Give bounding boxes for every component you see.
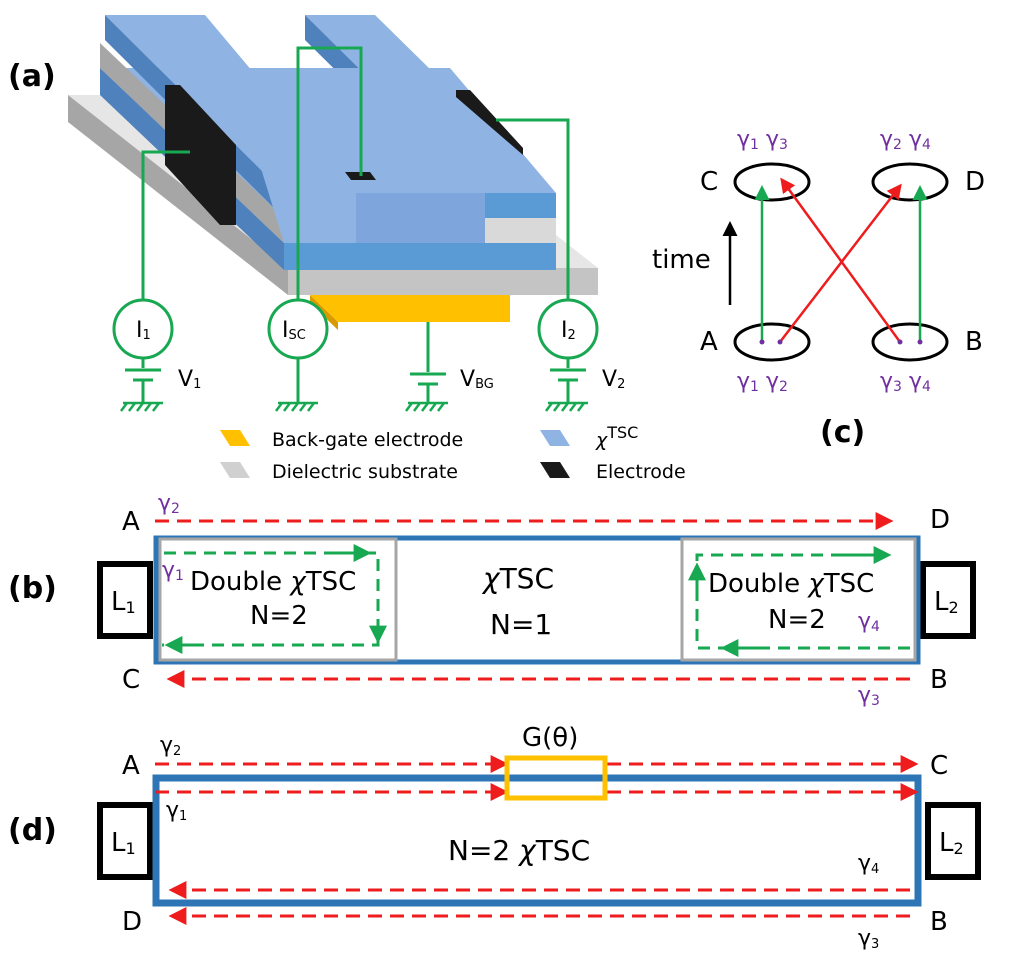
gamma-b-3: γ3 <box>858 683 880 709</box>
ellipse-d <box>871 162 949 202</box>
corner-d-a: A <box>122 751 140 781</box>
gamma-d-2: γ2 <box>160 733 181 759</box>
right-box-line2: N=2 <box>768 605 826 635</box>
ellipse-a <box>733 322 811 362</box>
panel-label-a: (a) <box>8 59 56 94</box>
gamma-c-top-right: γ2 γ4 <box>880 127 931 153</box>
gamma-d-3: γ3 <box>858 926 879 952</box>
panel-label-c: (c) <box>820 415 865 450</box>
dot-c <box>897 339 903 345</box>
corner-b-c: C <box>122 665 140 695</box>
center-d-label: N=2 χTSC <box>448 834 590 867</box>
ellipse-c <box>733 162 811 202</box>
panel-label-b: (b) <box>8 571 57 606</box>
legend-label-substrate: Dielectric substrate <box>272 461 458 483</box>
gamma-c-bottom-left: γ1 γ2 <box>737 369 788 395</box>
center-bridge <box>356 193 485 243</box>
corner-d-d: D <box>122 907 142 937</box>
substrate-front <box>288 268 598 295</box>
lead-d-2-label: L2 <box>939 828 964 858</box>
legend-swatch-electrode <box>540 462 570 478</box>
device-3d <box>68 15 598 330</box>
substrate-side <box>68 95 288 295</box>
source-label-sc: ISC <box>282 318 306 343</box>
corner-d-b: B <box>930 907 948 937</box>
panel-label-d: (d) <box>8 813 57 848</box>
node-d: D <box>965 167 985 197</box>
back-gate <box>310 295 510 322</box>
legend-label-electrode: Electrode <box>596 461 686 483</box>
voltage-label-bg: VBG <box>460 367 494 392</box>
voltage-label-1: V1 <box>178 367 201 392</box>
gamma-d-1: γ1 <box>166 798 187 824</box>
lead-d-2 <box>925 802 981 880</box>
bar-right-front <box>485 193 556 218</box>
source-label-1: I1 <box>136 318 151 343</box>
corner-b-d: D <box>930 505 950 535</box>
legend-label-backgate: Back-gate electrode <box>272 429 463 451</box>
gamma-b-2: γ2 <box>158 491 180 517</box>
corner-d-c: C <box>930 751 948 781</box>
gamma-d-4: γ4 <box>858 851 879 877</box>
gate-label: G(θ) <box>522 723 578 753</box>
arrow-c-2 <box>779 183 902 343</box>
back-gate-side <box>310 295 338 330</box>
lead-b-1-label: L1 <box>111 587 136 617</box>
left-box-line1: Double χTSC <box>190 567 356 597</box>
double-box-right <box>680 537 917 662</box>
lead-b-2-label: L2 <box>934 587 959 617</box>
layer-blue-bottom-front <box>284 243 556 270</box>
gamma-c-bottom-right: γ3 γ4 <box>880 369 931 395</box>
source-label-2: I2 <box>561 318 576 343</box>
center-b-line1: χTSC <box>481 562 554 595</box>
dot-c <box>917 339 923 345</box>
edge-b-left-loop <box>162 551 380 647</box>
dot-c <box>777 339 783 345</box>
legend-swatch-substrate <box>220 462 250 478</box>
current-source-1 <box>112 298 174 360</box>
gamma-b-1: γ1 <box>162 558 184 584</box>
gamma-c-top-left: γ1 γ3 <box>737 127 788 153</box>
left-box-line2: N=2 <box>250 601 308 631</box>
arrow-c-3 <box>780 177 902 343</box>
panel-b: (b) L1 L2 Double χTSC N=2 χTSC N=1 Doubl… <box>8 491 976 709</box>
time-label: time <box>652 245 711 275</box>
legend-swatch-chitsc <box>540 430 570 446</box>
legend-a: Back-gate electrode χTSC Dielectric subs… <box>220 423 686 483</box>
gamma-b-4: γ4 <box>858 609 880 635</box>
corner-b-b: B <box>930 665 948 695</box>
panel-d: (d) L1 L2 G(θ) N=2 χTSC A C D B γ2 γ1 γ4… <box>8 723 981 952</box>
edge-b-right-loop <box>695 553 910 650</box>
legend-swatch-backgate <box>220 430 250 446</box>
legend-label-chitsc: χTSC <box>595 423 638 451</box>
electrode-right <box>456 90 523 155</box>
lead-b-1 <box>97 561 153 639</box>
double-box-left <box>158 537 398 662</box>
lead-d-1-label: L1 <box>111 828 136 858</box>
grounds-a <box>120 401 588 412</box>
dot-c <box>759 339 765 345</box>
lead-b-2 <box>920 561 976 639</box>
voltage-label-2: V2 <box>602 367 625 392</box>
panel-c: γ1 γ3 γ2 γ4 γ1 γ2 γ3 γ4 C D A B time (c) <box>652 127 985 450</box>
current-source-sc <box>267 298 329 360</box>
gate-box <box>504 755 608 801</box>
node-c: C <box>700 167 718 197</box>
node-b: B <box>965 327 983 357</box>
lead-d-1 <box>97 802 153 880</box>
right-box-line1: Double χTSC <box>708 569 874 599</box>
center-b-line2: N=1 <box>490 608 552 641</box>
corner-b-a: A <box>122 507 140 537</box>
current-source-2 <box>537 298 599 360</box>
ellipse-b <box>871 322 949 362</box>
electrode-left <box>165 85 236 225</box>
node-a: A <box>700 327 718 357</box>
